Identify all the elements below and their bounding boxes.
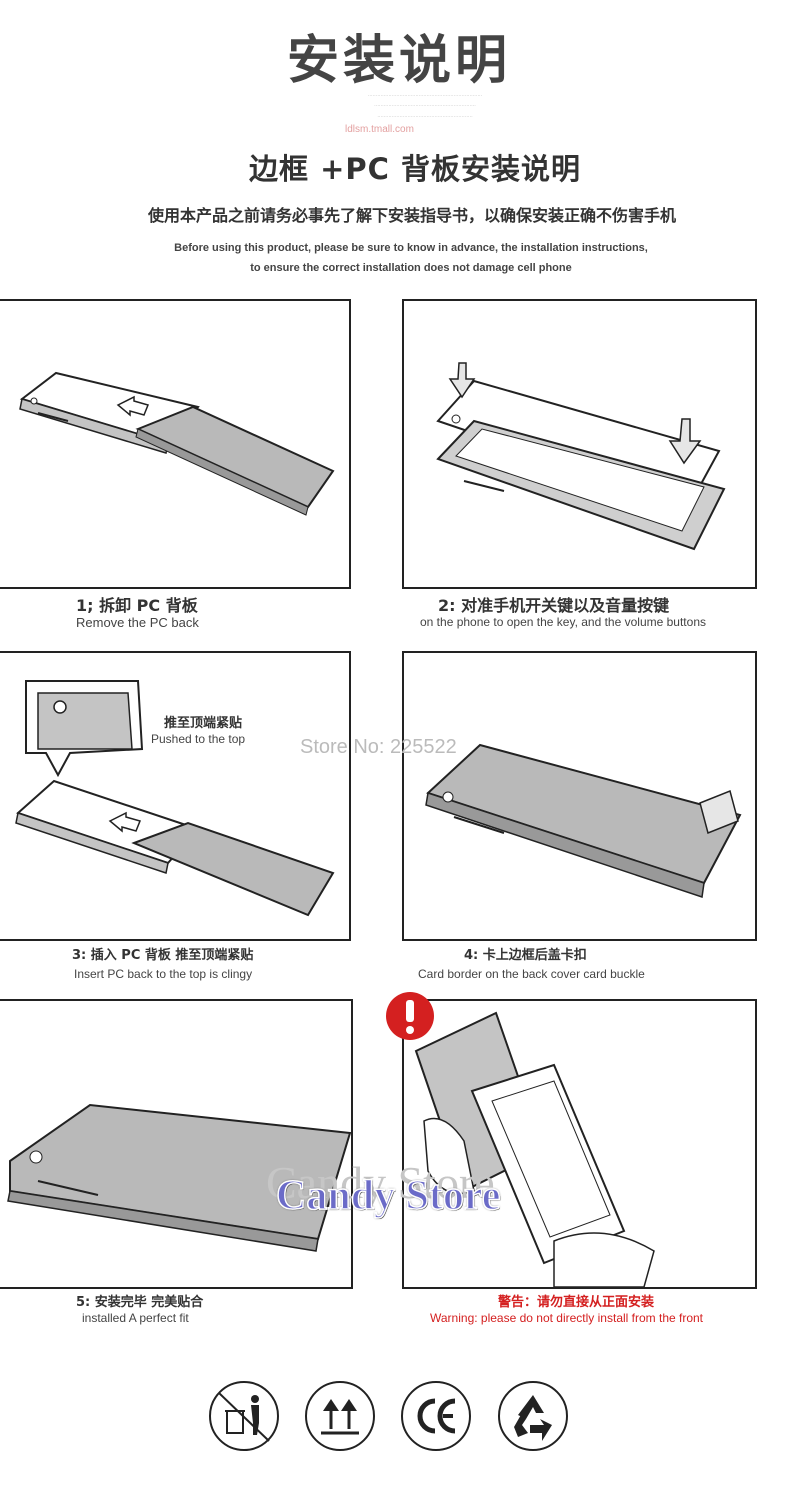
step-5-illustration (7, 1103, 352, 1252)
store-number-watermark: Store No: 225522 (300, 736, 457, 758)
shop-url: ldlsm.tmall.com (345, 124, 414, 135)
ghost-watermark: Candy Store (266, 1157, 495, 1208)
page-title: 安装说明 (286, 31, 511, 91)
step-3-caption: Insert PC back to the top is clingy (74, 967, 253, 981)
warning-exclamation-icon (386, 992, 434, 1040)
step-3-illustration (15, 680, 335, 917)
fine-print: ········································… (374, 103, 476, 109)
notice-english-line2: to ensure the correct installation does … (250, 262, 572, 274)
step-2-illustration (436, 362, 726, 551)
candy-store-watermark: Candy Store (275, 1172, 501, 1220)
step-5-title: 5: 安装完毕 完美贴合 (76, 1295, 204, 1310)
notice-chinese: 使用本产品之前请务必事先了解下安装指导书，以确保安装正确不伤害手机 (148, 206, 677, 225)
callout-en: Pushed to the top (151, 732, 246, 746)
step-3-title: 3: 插入 PC 背板 推至顶端紧贴 (72, 948, 254, 963)
step-4-title: 4: 卡上边框后盖卡扣 (464, 948, 587, 963)
step-2-caption: on the phone to open the key, and the vo… (420, 615, 706, 629)
fine-print: ········································… (377, 114, 473, 120)
step-5-panel (0, 999, 353, 1289)
warning-title: 警告：请勿直接从正面安装 (498, 1295, 655, 1310)
step-4-caption: Card border on the back cover card buckl… (418, 967, 645, 981)
step-1-caption: Remove the PC back (76, 615, 199, 630)
step-5-caption: installed A perfect fit (82, 1311, 189, 1325)
step-2-title: 2: 对准手机开关键以及音量按键 (438, 596, 670, 615)
recycle-icon (498, 1381, 568, 1451)
warning-caption: Warning: please do not directly install … (430, 1311, 704, 1325)
step-2-panel (402, 299, 757, 589)
step-1-title: 1; 拆卸 PC 背板 (76, 596, 198, 615)
step-4-panel (402, 651, 757, 941)
warning-panel (402, 999, 757, 1289)
step-1-panel (0, 299, 351, 589)
step-3-panel (0, 651, 351, 941)
callout-cn: 推至顶端紧贴 (164, 716, 243, 731)
step-1-illustration (19, 371, 335, 516)
fine-print: ········································… (367, 93, 483, 99)
step-4-illustration (425, 743, 742, 898)
this-way-up-icon (305, 1381, 375, 1451)
section-title: 边框 +PC 背板安装说明 (248, 152, 582, 186)
ce-mark-icon (401, 1381, 471, 1451)
warning-illustration (414, 1011, 655, 1288)
trash-bin-icon (209, 1381, 279, 1451)
notice-english-line1: Before using this product, please be sur… (174, 242, 648, 254)
